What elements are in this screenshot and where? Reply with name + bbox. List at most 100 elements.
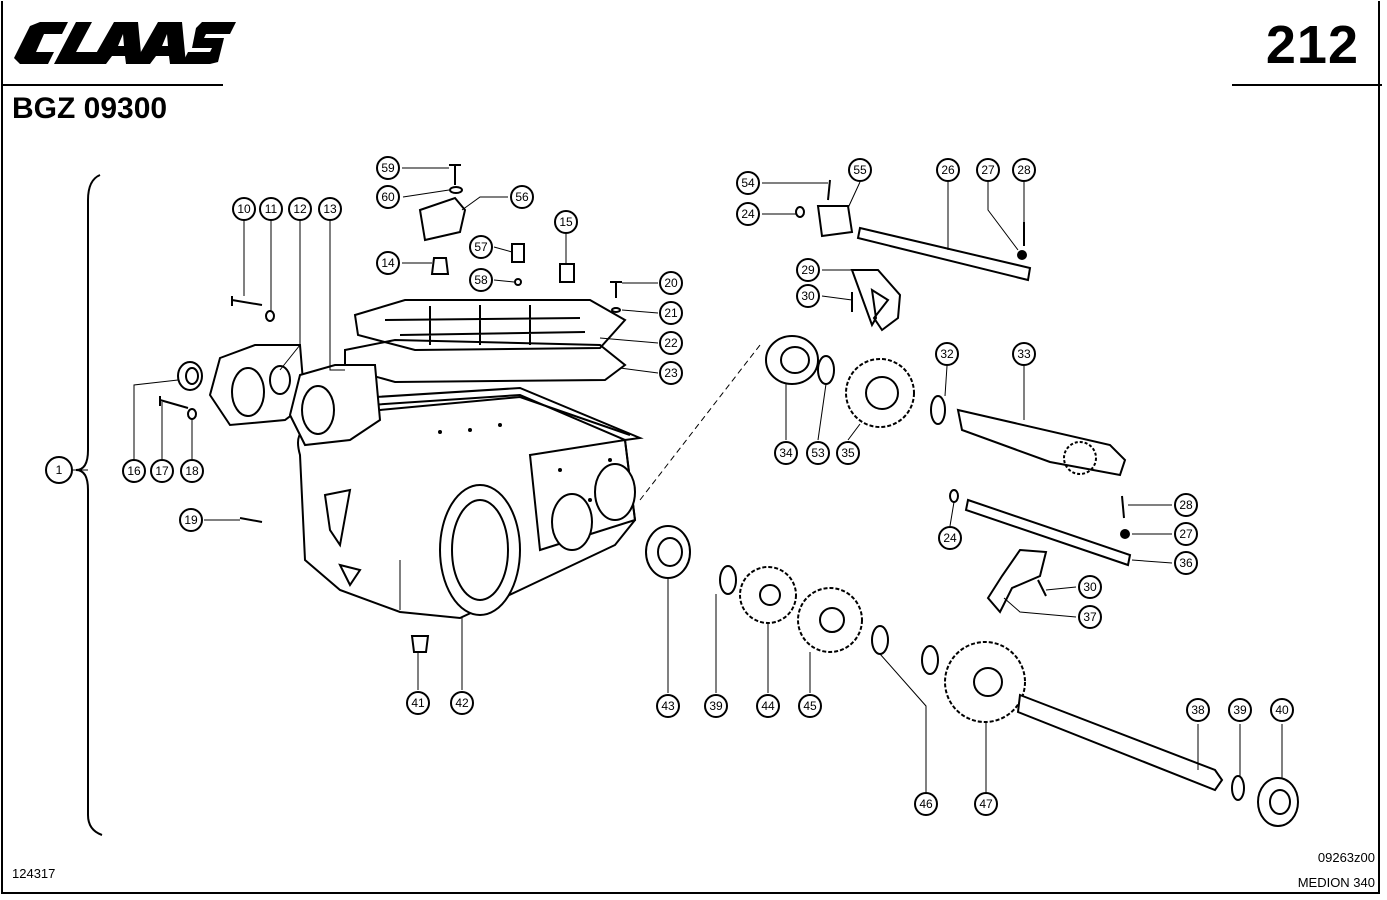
callout-35: 35	[836, 441, 860, 465]
svg-text:19: 19	[184, 513, 198, 527]
svg-text:20: 20	[664, 276, 678, 290]
svg-text:17: 17	[155, 464, 169, 478]
callout-24-upper: 24	[736, 202, 760, 226]
svg-text:28: 28	[1017, 163, 1031, 177]
callout-36: 36	[1174, 551, 1198, 575]
svg-text:27: 27	[981, 163, 995, 177]
callout-34: 34	[774, 441, 798, 465]
figure-code: 09263z00	[1317, 850, 1375, 865]
callout-27-lower: 27	[1174, 522, 1198, 546]
svg-text:33: 33	[1017, 347, 1031, 361]
callout-26: 26	[936, 158, 960, 182]
seal-58	[514, 278, 522, 286]
svg-text:41: 41	[411, 696, 425, 710]
callout-53: 53	[806, 441, 830, 465]
drain-plug	[410, 635, 430, 653]
svg-text:56: 56	[515, 190, 529, 204]
svg-text:47: 47	[979, 797, 993, 811]
svg-text:60: 60	[381, 190, 395, 204]
circlip-39-right	[1231, 775, 1245, 801]
svg-text:23: 23	[664, 366, 678, 380]
callout-43: 43	[656, 694, 680, 718]
svg-text:28: 28	[1179, 498, 1193, 512]
callout-39-right: 39	[1228, 698, 1252, 722]
svg-text:24: 24	[741, 207, 755, 221]
circlip-53	[817, 355, 835, 385]
header-rule-left	[1, 84, 223, 86]
svg-text:24: 24	[943, 531, 957, 545]
svg-text:14: 14	[381, 256, 395, 270]
gear-44	[739, 566, 797, 624]
output-shaft	[1016, 693, 1224, 792]
leader-lines	[73, 167, 1283, 792]
screw-59	[449, 164, 461, 185]
callout-12: 12	[288, 197, 312, 221]
callout-29: 29	[796, 258, 820, 282]
page-number: 212	[1265, 15, 1359, 75]
svg-text:18: 18	[185, 464, 199, 478]
callout-14: 14	[376, 251, 400, 275]
pin-30-lower	[1037, 579, 1047, 597]
svg-text:59: 59	[381, 161, 395, 175]
callout-41: 41	[406, 691, 430, 715]
svg-text:16: 16	[127, 464, 141, 478]
svg-text:10: 10	[237, 202, 251, 216]
assembly-group-code: BGZ 09300	[12, 92, 168, 125]
alignment-line	[639, 344, 761, 501]
svg-text:29: 29	[801, 263, 815, 277]
callout-37: 37	[1078, 605, 1102, 629]
ball-27-lower	[1120, 529, 1130, 539]
callout-24-lower: 24	[938, 526, 962, 550]
callout-15: 15	[554, 210, 578, 234]
svg-text:15: 15	[559, 215, 573, 229]
callout-56: 56	[510, 185, 534, 209]
circlip-39-left	[719, 565, 737, 595]
callout-59: 59	[376, 156, 400, 180]
circlip-left	[871, 625, 889, 655]
svg-text:27: 27	[1179, 527, 1193, 541]
callout-21: 21	[659, 301, 683, 325]
gear-45	[797, 587, 863, 653]
callout-45: 45	[798, 694, 822, 718]
dowel-pin	[239, 517, 263, 523]
breather	[430, 257, 450, 275]
svg-text:22: 22	[664, 336, 678, 350]
callout-27-upper: 27	[976, 158, 1000, 182]
svg-text:40: 40	[1275, 703, 1289, 717]
svg-text:13: 13	[323, 202, 337, 216]
svg-text:34: 34	[779, 446, 793, 460]
screw-20	[610, 281, 622, 298]
svg-text:30: 30	[801, 289, 815, 303]
callout-19: 19	[179, 508, 203, 532]
svg-text:36: 36	[1179, 556, 1193, 570]
svg-text:55: 55	[853, 163, 867, 177]
callout-38: 38	[1186, 698, 1210, 722]
callout-55: 55	[848, 158, 872, 182]
pin-54	[827, 179, 831, 201]
shift-fork-upper	[850, 269, 902, 332]
svg-text:45: 45	[803, 699, 817, 713]
svg-text:39: 39	[709, 699, 723, 713]
svg-text:39: 39	[1233, 703, 1247, 717]
switch-57	[511, 243, 525, 263]
callout-10: 10	[232, 197, 256, 221]
bolt	[231, 296, 263, 306]
callout-40: 40	[1270, 698, 1294, 722]
svg-text:32: 32	[940, 347, 954, 361]
ring-24-upper	[795, 206, 805, 218]
breather-cover	[418, 196, 467, 242]
callout-33: 33	[1012, 342, 1036, 366]
callout-30-upper: 30	[796, 284, 820, 308]
svg-text:57: 57	[474, 240, 488, 254]
callout-1: 1	[45, 456, 73, 484]
svg-text:42: 42	[455, 696, 469, 710]
callout-30-lower: 30	[1078, 575, 1102, 599]
shift-rod-lower	[964, 498, 1132, 567]
washer	[265, 310, 275, 322]
callout-54: 54	[736, 171, 760, 195]
shift-fork-lower	[986, 548, 1048, 614]
svg-text:58: 58	[474, 273, 488, 287]
callout-44: 44	[756, 694, 780, 718]
